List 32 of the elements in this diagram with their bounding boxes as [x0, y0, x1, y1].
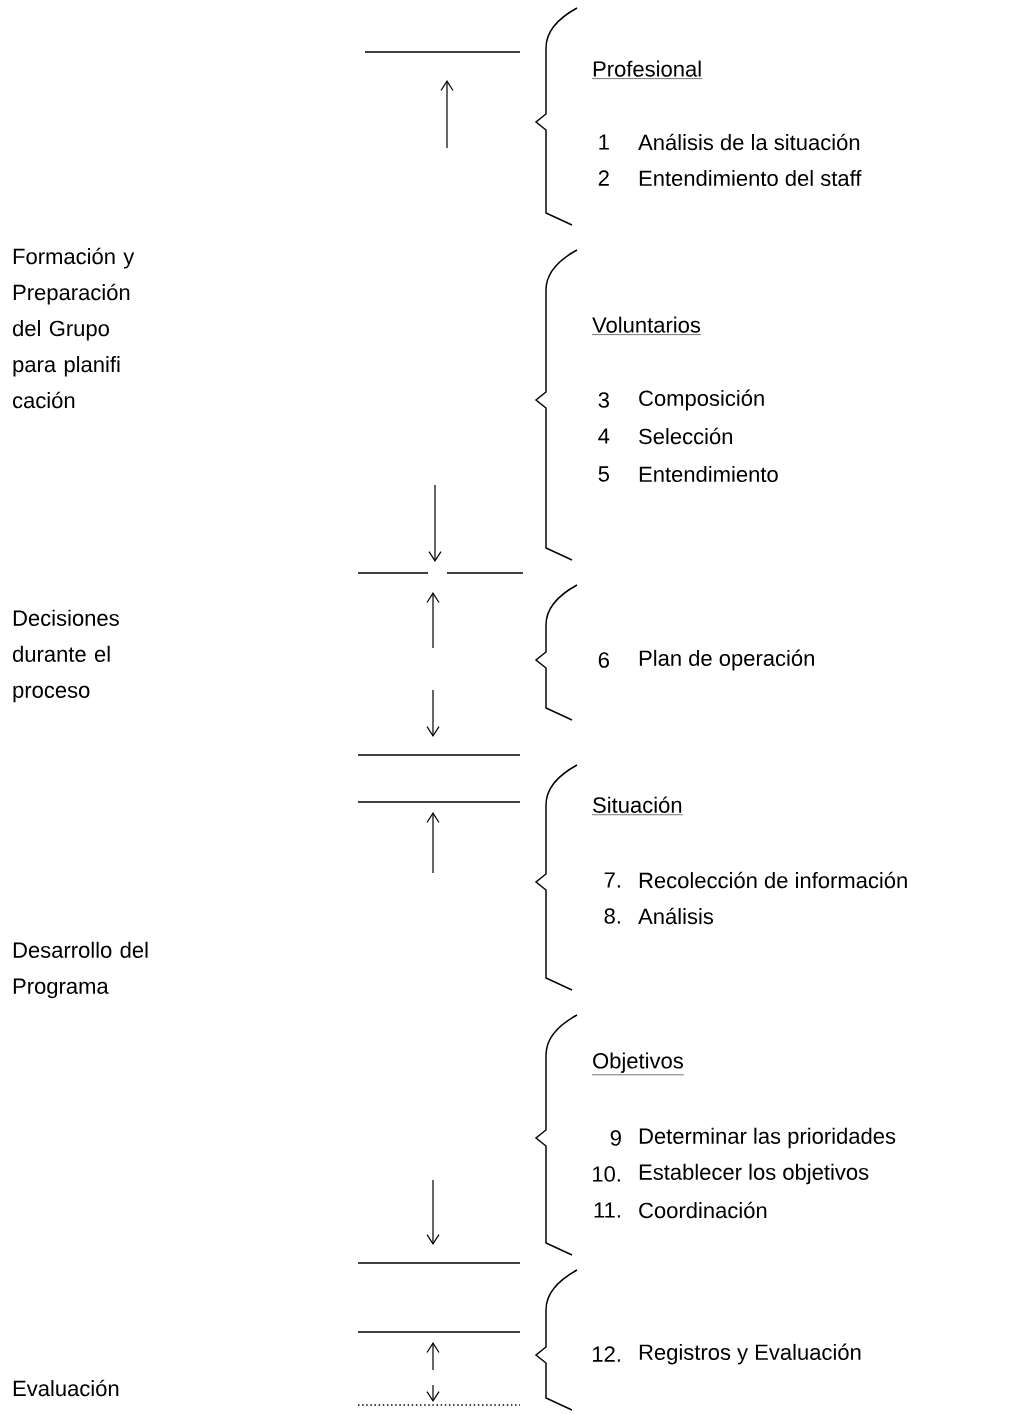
item-text: Composición: [639, 389, 764, 411]
item-text: Selección: [639, 427, 732, 445]
item-text: Coordinación: [639, 1201, 767, 1219]
item-text: Recolección de información: [639, 871, 907, 889]
section-heading: Objetivos: [591, 1052, 685, 1076]
item-number: 12.: [593, 1346, 620, 1362]
item-number: 8.: [604, 908, 620, 924]
section-heading: Voluntarios: [591, 316, 702, 335]
item-text: Análisis: [638, 907, 714, 925]
item-text: Establecer los objetivos: [639, 1163, 869, 1185]
item-number: 9: [610, 1130, 621, 1146]
item-text: Entendimiento: [639, 465, 778, 483]
phase-label: Evaluación: [13, 1379, 119, 1397]
item-number: 11.: [594, 1202, 620, 1218]
section-heading: Profesional: [591, 60, 703, 79]
item-number: 10.: [593, 1166, 620, 1182]
phase-label: Decisiones durante el proceso: [13, 609, 119, 703]
phase-label: Formación y Preparación del Grupo para planifi cación: [13, 247, 135, 409]
item-text: Análisis de la situación: [638, 133, 860, 151]
item-text: Plan de operación: [639, 649, 814, 671]
phase-label: Desarrollo del Programa: [13, 941, 148, 999]
item-number: 3: [598, 392, 609, 408]
item-number: 2: [598, 170, 609, 186]
item-number: 7.: [604, 872, 620, 888]
item-number: 5: [598, 466, 609, 482]
item-text: Entendimiento del staff: [639, 169, 862, 187]
item-number: 4: [598, 428, 610, 444]
item-number: 1: [599, 134, 609, 150]
item-text: Registros y Evaluación: [639, 1343, 861, 1365]
item-number: 6: [598, 652, 609, 668]
item-text: Determinar las prioridades: [639, 1127, 896, 1149]
section-heading: Situación: [591, 796, 683, 815]
